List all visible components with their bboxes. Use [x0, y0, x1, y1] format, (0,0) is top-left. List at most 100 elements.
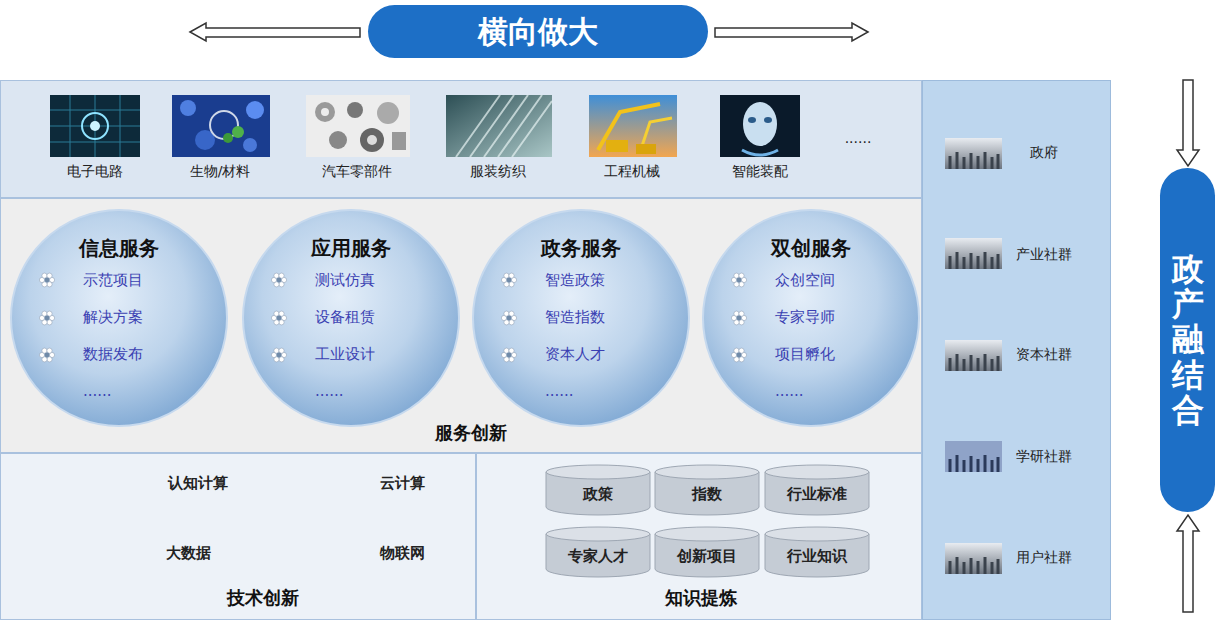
electronics-picture-part — [90, 121, 100, 131]
bullet-core — [277, 278, 282, 283]
hollow-arrow-right-part — [715, 23, 868, 41]
bullet-core — [507, 278, 512, 283]
vertical-pill: 政产融结合 — [1160, 168, 1215, 512]
bullet-icon — [731, 348, 746, 362]
auto-parts-picture — [306, 95, 410, 157]
node-item: 测试仿真 — [315, 271, 375, 290]
node-item: 智造指数 — [545, 308, 605, 327]
node-heading: 技术创新 — [227, 586, 299, 610]
crowd-picture-part — [950, 152, 998, 169]
bullet-petal — [739, 273, 744, 278]
hollow-arrow-left — [190, 23, 360, 41]
cylinder-top — [546, 527, 650, 541]
node-heading: 应用服务 — [311, 235, 391, 262]
database-cylinder: 行业标准 — [764, 464, 870, 516]
database-cylinder: 专家人才 — [545, 526, 651, 578]
auto-parts-picture-part — [329, 131, 347, 149]
community-caption: 资本社群 — [1016, 346, 1072, 364]
crowd-picture-part — [950, 557, 998, 574]
bullet-icon — [501, 273, 516, 287]
cylinder-top — [655, 527, 759, 541]
bullet-petal — [42, 348, 47, 353]
cylinder-top — [765, 465, 869, 479]
robot-picture-part — [720, 95, 800, 157]
bullet-icon — [271, 273, 286, 287]
bullet-petal — [47, 311, 52, 316]
node-heading: 专家人才 — [568, 547, 628, 566]
hollow-arrow-right — [715, 23, 868, 41]
community-caption: 政府 — [1030, 144, 1058, 162]
service-circle: 信息服务示范项目解决方案数据发布...... — [9, 208, 229, 428]
node-heading: 创新项目 — [677, 547, 737, 566]
knowledge-band: 知识提炼政策指数行业标准专家人才创新项目行业知识 — [476, 453, 922, 620]
service-band: 服务创新信息服务示范项目解决方案数据发布......应用服务测试仿真设备租赁工业… — [0, 198, 922, 453]
bullet-petal — [279, 311, 284, 316]
machinery-picture-part — [636, 144, 656, 154]
crowd-picture-part — [945, 441, 1002, 472]
bullet-icon — [271, 311, 286, 325]
database-cylinder: 指数 — [654, 464, 760, 516]
bullet-icon — [271, 348, 286, 362]
biomaterial-picture-part — [246, 101, 264, 119]
electronics-picture — [50, 95, 140, 157]
bullet-petal — [47, 282, 52, 287]
service-circle: 政务服务智造政策智造指数资本人才...... — [471, 208, 691, 428]
bullet-petal — [274, 348, 279, 353]
electronics-picture-part — [82, 113, 108, 139]
machinery-picture — [589, 95, 677, 157]
bullet-petal — [509, 273, 514, 278]
bullet-core — [45, 278, 50, 283]
bullet-core — [737, 353, 742, 358]
bullet-petal — [504, 311, 509, 316]
tech-caption: 认知计算 — [168, 474, 228, 493]
bullet-petal — [734, 273, 739, 278]
robot-picture-part — [748, 117, 756, 123]
hollow-arrow-down-part — [1177, 80, 1199, 166]
bullet-petal — [509, 311, 514, 316]
node-item: 设备租赁 — [315, 308, 375, 327]
bullet-icon — [731, 273, 746, 287]
electronics-picture-part — [50, 95, 140, 157]
node-item: 工业设计 — [315, 345, 375, 364]
node-item: ...... — [545, 382, 574, 400]
circle-shape — [473, 210, 689, 426]
bullet-core — [45, 316, 50, 321]
crowd-picture-part — [945, 340, 1002, 371]
community-caption: 用户社群 — [1016, 549, 1072, 567]
node-item: ...... — [775, 382, 804, 400]
community-caption: 产业社群 — [1016, 246, 1072, 264]
node-item: ...... — [315, 382, 344, 400]
node-heading: 双创服务 — [771, 235, 851, 262]
bullet-petal — [739, 311, 744, 316]
robot-picture — [720, 95, 800, 157]
bullet-petal — [739, 357, 744, 362]
service-circle: 应用服务测试仿真设备租赁工业设计...... — [241, 208, 461, 428]
circle-shape — [703, 210, 919, 426]
bullet-icon — [731, 311, 746, 325]
industry-band — [1, 81, 922, 198]
robot-picture-part — [742, 150, 778, 155]
crowd-picture-part — [950, 252, 998, 269]
bullet-petal — [734, 311, 739, 316]
crowd-picture — [945, 543, 1002, 574]
auto-parts-picture-part — [360, 128, 384, 152]
circle-shape — [11, 210, 227, 426]
bullet-petal — [734, 348, 739, 353]
bullet-core — [507, 316, 512, 321]
bullet-petal — [509, 320, 514, 325]
crowd-picture — [945, 138, 1002, 169]
node-heading: 信息服务 — [79, 235, 159, 262]
auto-parts-picture-part — [347, 102, 363, 118]
auto-parts-picture-part — [321, 108, 329, 116]
bullet-petal — [47, 273, 52, 278]
bullet-core — [737, 278, 742, 283]
biomaterial-picture-part — [223, 133, 233, 143]
cylinder-top — [765, 527, 869, 541]
database-cylinder: 政策 — [545, 464, 651, 516]
pill-shape — [1160, 168, 1215, 512]
bullet-petal — [47, 320, 52, 325]
bullet-petal — [274, 273, 279, 278]
textile-picture — [446, 95, 552, 157]
hollow-arrow-left-part — [190, 23, 360, 41]
bullet-petal — [47, 357, 52, 362]
